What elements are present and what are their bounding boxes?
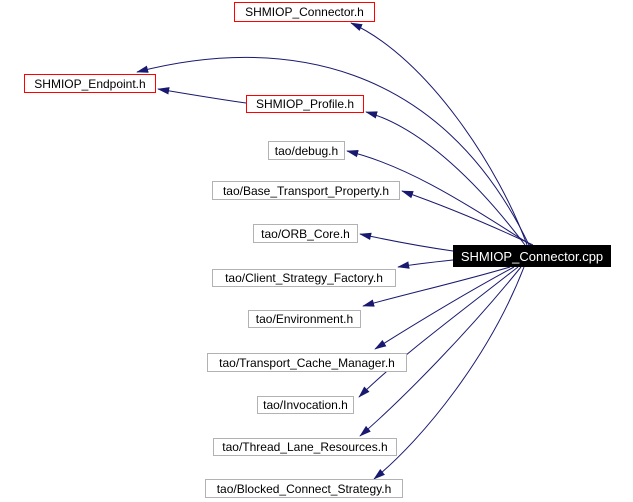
edge-shmiop-connector-cpp-to-tao-blocked-connect-strategy-h [373, 266, 525, 480]
graph-node-label: SHMIOP_Connector.cpp [460, 248, 604, 264]
graph-node-tao-invocation-h: tao/Invocation.h [257, 396, 354, 414]
graph-node-label: SHMIOP_Profile.h [255, 97, 355, 111]
graph-node-tao-base-transport-property-h: tao/Base_Transport_Property.h [212, 181, 400, 200]
graph-node-shmiop-connector-cpp: SHMIOP_Connector.cpp [453, 245, 611, 267]
graph-node-shmiop-endpoint-h[interactable]: SHMIOP_Endpoint.h [24, 74, 156, 93]
edge-shmiop-connector-cpp-to-tao-thread-lane-resources-h [359, 266, 522, 437]
edge-shmiop-connector-cpp-to-tao-base-transport-property-h [401, 190, 534, 246]
edge-shmiop-connector-cpp-to-tao-transport-cache-manager-h [374, 266, 515, 350]
graph-node-tao-blocked-connect-strategy-h: tao/Blocked_Connect_Strategy.h [205, 479, 403, 498]
graph-node-tao-environment-h: tao/Environment.h [248, 310, 361, 328]
edge-group [136, 22, 534, 480]
graph-node-label: tao/debug.h [274, 143, 339, 158]
graph-node-label: SHMIOP_Endpoint.h [34, 76, 146, 91]
edge-shmiop-connector-cpp-to-tao-invocation-h [358, 266, 519, 398]
graph-node-tao-debug-h: tao/debug.h [268, 141, 345, 160]
graph-node-label: tao/Transport_Cache_Manager.h [219, 355, 395, 370]
graph-node-shmiop-connector-h[interactable]: SHMIOP_Connector.h [234, 2, 375, 22]
graph-node-label: tao/Thread_Lane_Resources.h [222, 440, 388, 454]
graph-node-label: tao/Invocation.h [263, 398, 348, 412]
graph-node-label: tao/Base_Transport_Property.h [222, 183, 390, 198]
graph-node-label: SHMIOP_Connector.h [245, 5, 364, 19]
graph-node-tao-client-strategy-factory-h: tao/Client_Strategy_Factory.h [212, 269, 396, 287]
edge-shmiop-connector-cpp-to-tao-debug-h [346, 149, 532, 246]
graph-node-label: tao/Client_Strategy_Factory.h [225, 271, 383, 285]
edge-shmiop-connector-cpp-to-shmiop-endpoint-h [136, 56, 530, 246]
edge-shmiop-connector-cpp-to-tao-environment-h [362, 266, 511, 307]
graph-node-tao-transport-cache-manager-h: tao/Transport_Cache_Manager.h [207, 353, 407, 372]
graph-node-shmiop-profile-h[interactable]: SHMIOP_Profile.h [246, 95, 364, 113]
edge-shmiop-connector-cpp-to-tao-orb-core-h [359, 232, 454, 252]
graph-node-label: tao/Blocked_Connect_Strategy.h [216, 481, 392, 496]
graph-node-label: tao/Environment.h [255, 312, 354, 326]
edge-shmiop-connector-cpp-to-tao-client-strategy-factory-h [397, 259, 454, 269]
edge-shmiop-connector-cpp-to-shmiop-profile-h [365, 111, 526, 246]
graph-node-label: tao/ORB_Core.h [261, 226, 350, 241]
graph-node-tao-orb-core-h: tao/ORB_Core.h [253, 224, 358, 243]
graph-node-tao-thread-lane-resources-h: tao/Thread_Lane_Resources.h [213, 438, 397, 456]
edge-shmiop-connector-cpp-to-shmiop-connector-h [350, 22, 528, 246]
edge-shmiop-profile-h-to-shmiop-endpoint-h [157, 87, 247, 104]
